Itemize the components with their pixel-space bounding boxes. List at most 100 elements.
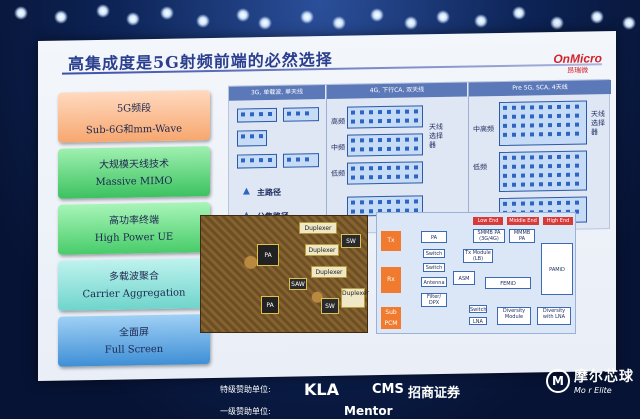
filter-square (369, 110, 373, 115)
filter-square (548, 105, 552, 110)
filter-square (396, 174, 400, 179)
filter-square (521, 123, 525, 128)
block-pa: PA (421, 231, 447, 243)
filter-square (566, 104, 570, 109)
stage-light (404, 16, 418, 30)
feature-card-full-screen: 全面屏 Full Screen (58, 314, 210, 367)
company-logo: OnMicro 昂瑞微 (553, 51, 602, 76)
block-filter-dpx: Filter/ DPX (421, 293, 447, 307)
filter-square (530, 173, 534, 178)
tier-tag-low: Low End (473, 217, 503, 225)
filter-square (378, 138, 382, 143)
band-label-mid: 中频 (331, 143, 345, 152)
module-board-photo: Duplexer SW PA Duplexer SAW Duplexer PA … (200, 215, 369, 333)
filter-square (521, 164, 525, 169)
filter-square (530, 201, 534, 206)
filter-square (557, 181, 561, 186)
filter-square (405, 174, 409, 179)
filter-square (396, 109, 400, 114)
filter-square (557, 200, 561, 205)
first-sponsor-label: 一级赞助单位: (220, 407, 271, 416)
filter-square (548, 182, 552, 187)
filter-square (503, 105, 507, 110)
filter-square (539, 164, 543, 169)
filter-square (351, 119, 355, 124)
chip-duplexer: Duplexer (305, 244, 339, 256)
filter-square (360, 147, 364, 152)
tx-side-label: Tx (381, 231, 401, 251)
stage-light (550, 16, 564, 30)
filter-square (530, 155, 534, 160)
block-pamid: PAMiD (541, 243, 573, 295)
filter-square (405, 146, 409, 151)
filter-square (360, 119, 364, 124)
filter-square (360, 166, 364, 171)
filter-square (351, 166, 355, 171)
feature-title: 多载波聚合 (109, 270, 159, 283)
chip-power-amplifier: PA (261, 296, 279, 314)
stage-light (474, 14, 488, 28)
sponsor-logo-mentor: Mentor (344, 404, 393, 418)
filter-square (405, 137, 409, 142)
column-header-4g: 4G, 下行CA, 双天线 (327, 82, 467, 99)
filter-square (575, 181, 579, 186)
filter-square (287, 157, 291, 162)
watermark: M 摩尔芯球 Mo r Elite (546, 366, 634, 395)
logo-wordmark: OnMicro (553, 51, 602, 67)
sponsor-strip: 特级赞助单位: KLA CMS 招商证券 一级赞助单位: Mentor (0, 376, 640, 419)
band-label-mid-high: 中高频 (473, 125, 494, 134)
stage-light (590, 10, 604, 24)
filter-square (369, 209, 373, 214)
filter-square (512, 201, 516, 206)
filter-square (387, 146, 391, 151)
filter-square (396, 118, 400, 123)
arrow-icon: ▲ (243, 186, 250, 197)
filter-square (521, 173, 525, 178)
filter-square (575, 154, 579, 159)
filter-square (305, 111, 309, 116)
feature-stack: 5G频段 Sub-6G和mm-Wave 大规模天线技术 Massive MIMO… (58, 90, 210, 373)
block-switch: Switch (423, 249, 445, 258)
filter-square (512, 164, 516, 169)
filter-square (351, 200, 355, 205)
filter-square (378, 175, 382, 180)
tier-tag-middle: Middle End (507, 217, 539, 225)
filter-square (539, 182, 543, 187)
block-mmmb-pa: MMMB PA (509, 229, 535, 243)
filter-square (414, 174, 418, 179)
filter-square (575, 163, 579, 168)
stage-light (512, 6, 526, 20)
filter-square (548, 123, 552, 128)
filter-square (512, 182, 516, 187)
filter-square (414, 118, 418, 123)
filter-square (405, 118, 409, 123)
filter-square (530, 123, 534, 128)
filter-square (548, 173, 552, 178)
filter-square (530, 164, 534, 169)
filter-square (387, 165, 391, 170)
filter-square (369, 119, 373, 124)
filter-square (566, 122, 570, 127)
filter-square (351, 175, 355, 180)
filter-square (575, 104, 579, 109)
filter-square (521, 105, 525, 110)
filter-square (566, 131, 570, 136)
band-label-low: 低频 (473, 163, 487, 172)
filter-square (369, 166, 373, 171)
filter-square (503, 173, 507, 178)
stage-light (54, 10, 68, 24)
filter-square (575, 122, 579, 127)
filter-square (521, 132, 525, 137)
module-block (237, 153, 277, 169)
feature-subtitle: High Power UE (94, 231, 174, 245)
filter-square (405, 165, 409, 170)
filter-square (557, 163, 561, 168)
filter-square (557, 154, 561, 159)
filter-square (521, 155, 525, 160)
stage-light (370, 8, 384, 22)
filter-square (396, 137, 400, 142)
filter-square (241, 134, 245, 139)
filter-square (512, 173, 516, 178)
feature-card-carrier-aggregation: 多载波聚合 Carrier Aggregation (58, 258, 210, 311)
column-divider (468, 82, 469, 233)
